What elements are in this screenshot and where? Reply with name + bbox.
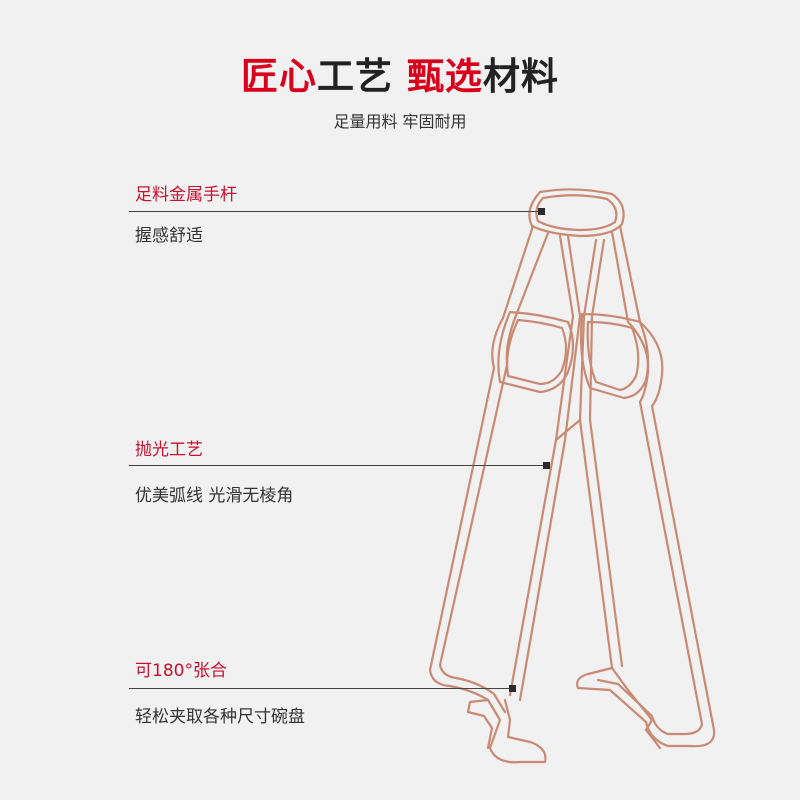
leader-line bbox=[129, 688, 513, 689]
feature-desc: 优美弧线 光滑无棱角 bbox=[135, 486, 294, 506]
leader-line bbox=[129, 465, 546, 466]
page-title: 匠心工艺 甄选材料 bbox=[0, 46, 800, 100]
title-highlight-1: 匠心 bbox=[241, 55, 318, 98]
callout-dot bbox=[543, 462, 550, 469]
feature-desc: 握感舒适 bbox=[135, 226, 203, 246]
feature-label: 可180°张合 bbox=[135, 661, 227, 681]
callout-dot bbox=[538, 208, 545, 215]
feature-180-open-desc: 轻松夹取各种尺寸碗盘 bbox=[135, 702, 305, 727]
feature-polish-desc: 优美弧线 光滑无棱角 bbox=[135, 481, 293, 506]
page-subtitle: 足量用料 牢固耐用 bbox=[333, 112, 467, 131]
leader-line bbox=[129, 211, 541, 212]
title-text-1: 工艺 bbox=[317, 55, 407, 98]
title-highlight-2: 甄选 bbox=[406, 55, 483, 98]
feature-metal-handle: 足料金属手杆 bbox=[135, 180, 237, 205]
feature-label: 抛光工艺 bbox=[135, 440, 203, 460]
callout-dot bbox=[509, 685, 516, 692]
title-text-2: 材料 bbox=[482, 55, 559, 98]
feature-polish: 抛光工艺 bbox=[135, 435, 203, 460]
feature-desc: 轻松夹取各种尺寸碗盘 bbox=[135, 707, 305, 727]
feature-metal-handle-desc: 握感舒适 bbox=[135, 221, 203, 246]
feature-180-open: 可180°张合 bbox=[135, 656, 227, 681]
feature-label: 足料金属手杆 bbox=[135, 185, 237, 205]
